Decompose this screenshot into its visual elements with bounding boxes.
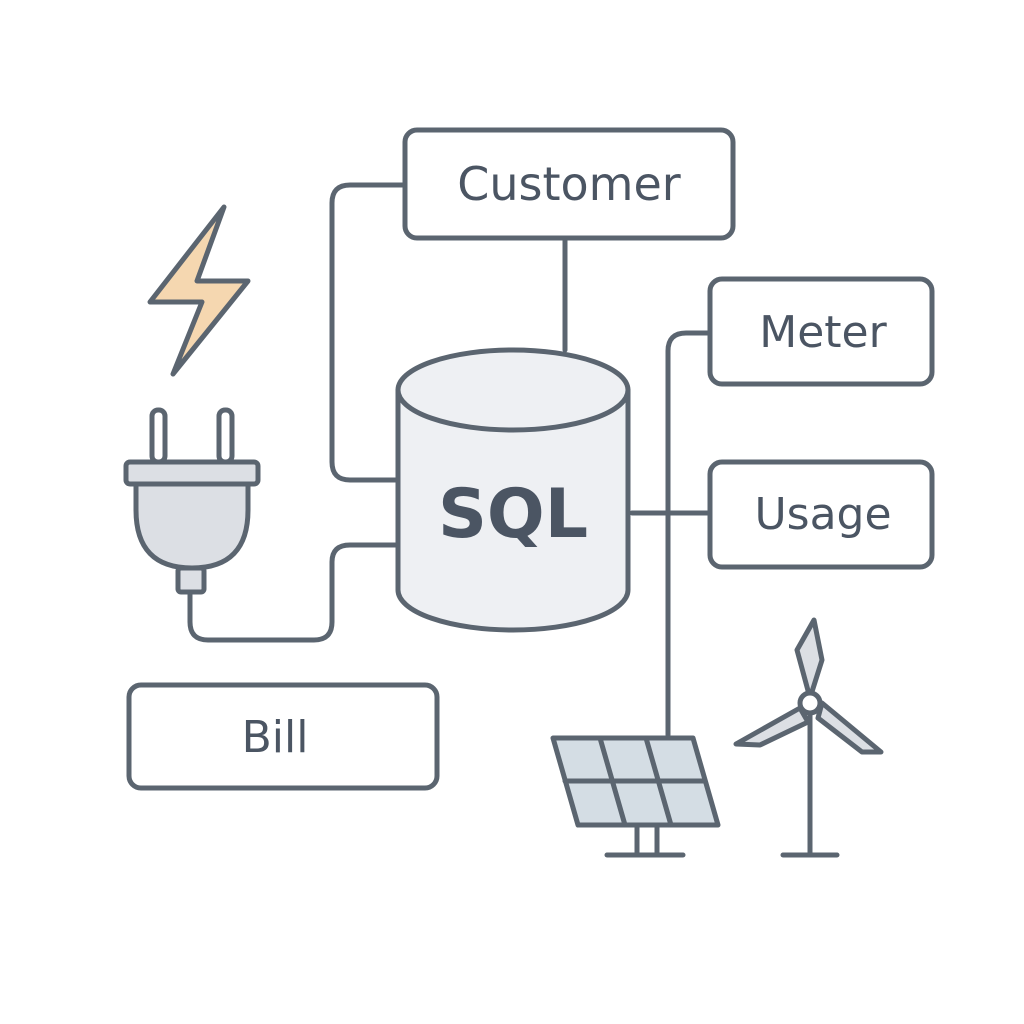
database-cylinder-icon: [395, 347, 631, 633]
entity-box-meter: [707, 276, 935, 387]
connector-meter-vertical: [665, 330, 713, 738]
wind-turbine-icon: [733, 617, 884, 858]
connector-plug-sql: [187, 542, 401, 643]
entity-box-bill: [126, 682, 440, 791]
entity-box-customer: [402, 127, 736, 241]
entity-label-meter: Meter: [759, 307, 887, 358]
entity-label-customer: Customer: [457, 157, 681, 211]
entity-box-usage: [707, 459, 935, 570]
entity-label-bill: Bill: [242, 712, 309, 763]
entity-label-usage: Usage: [754, 489, 891, 540]
connector-customer-sql: [329, 182, 408, 483]
power-plug-icon: [123, 407, 261, 595]
database-label: SQL: [438, 475, 588, 554]
lightning-bolt-icon: [147, 204, 251, 377]
solar-panel-icon: [550, 735, 721, 858]
